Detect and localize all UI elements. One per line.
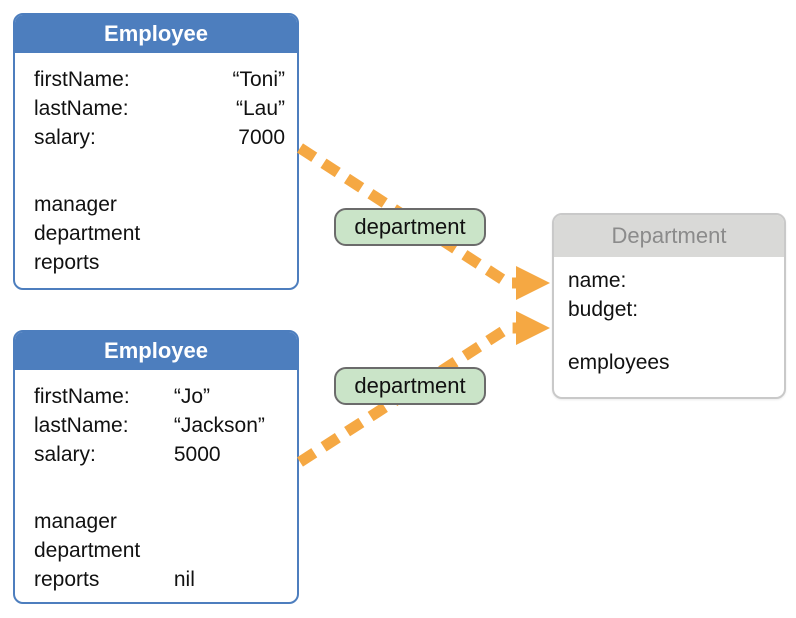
attr-row: firstName: “Jo” [34,382,285,411]
attr-label: budget: [568,298,639,321]
attr-label: reports [34,251,100,274]
employee-1-box: Employee firstName: “Toni” lastName: “La… [13,13,299,290]
attr-value: “Toni” [232,68,285,91]
attr-value: 5000 [173,443,221,466]
attr-label: reports [34,568,100,591]
attr-label: salary: [34,443,96,466]
attr-row: manager [34,507,285,536]
attr-value: “Jo” [173,385,211,408]
employee-2-attributes: firstName: “Jo” lastName: “Jackson” sala… [15,370,297,594]
department-box: Department name: budget: employees [552,213,786,399]
attr-label: department [34,222,141,245]
attr-label: lastName: [34,97,129,120]
attr-row: employees [568,348,772,377]
department-attributes: name: budget: employees [554,257,784,377]
attr-label: employees [568,351,670,374]
attr-row: lastName: “Lau” [34,94,285,123]
attr-row: lastName: “Jackson” [34,411,285,440]
attr-row: reports nil [34,565,285,594]
attr-label: name: [568,269,627,292]
attr-row: salary: 7000 [34,123,285,152]
attr-row: salary: 5000 [34,440,285,469]
edge-label-department-1: department [334,208,486,246]
employee-1-title: Employee [15,15,297,53]
employee-2-box: Employee firstName: “Jo” lastName: “Jack… [13,330,299,604]
attr-value: “Jackson” [173,414,265,437]
attr-row: department [34,219,285,248]
attr-row: firstName: “Toni” [34,65,285,94]
attr-label: lastName: [34,414,129,437]
attr-label: manager [34,510,117,533]
spacer [568,324,772,348]
attr-label: firstName: [34,68,130,91]
edge-label-department-2: department [334,367,486,405]
spacer [34,469,285,507]
attr-row: department [34,536,285,565]
attr-value: nil [173,568,195,591]
attr-label: department [34,539,141,562]
attr-row: budget: [568,295,772,324]
department-title: Department [554,215,784,257]
attr-value: “Lau” [235,97,285,120]
employee-1-attributes: firstName: “Toni” lastName: “Lau” salary… [15,53,297,277]
attr-label: firstName: [34,385,130,408]
attr-row: reports [34,248,285,277]
attr-value: 7000 [238,126,285,149]
attr-label: salary: [34,126,96,149]
attr-label: manager [34,193,117,216]
attr-row: name: [568,266,772,295]
arrowhead-1-icon [516,266,550,300]
employee-2-title: Employee [15,332,297,370]
attr-row: manager [34,190,285,219]
arrowhead-2-icon [516,311,550,345]
spacer [34,152,285,190]
